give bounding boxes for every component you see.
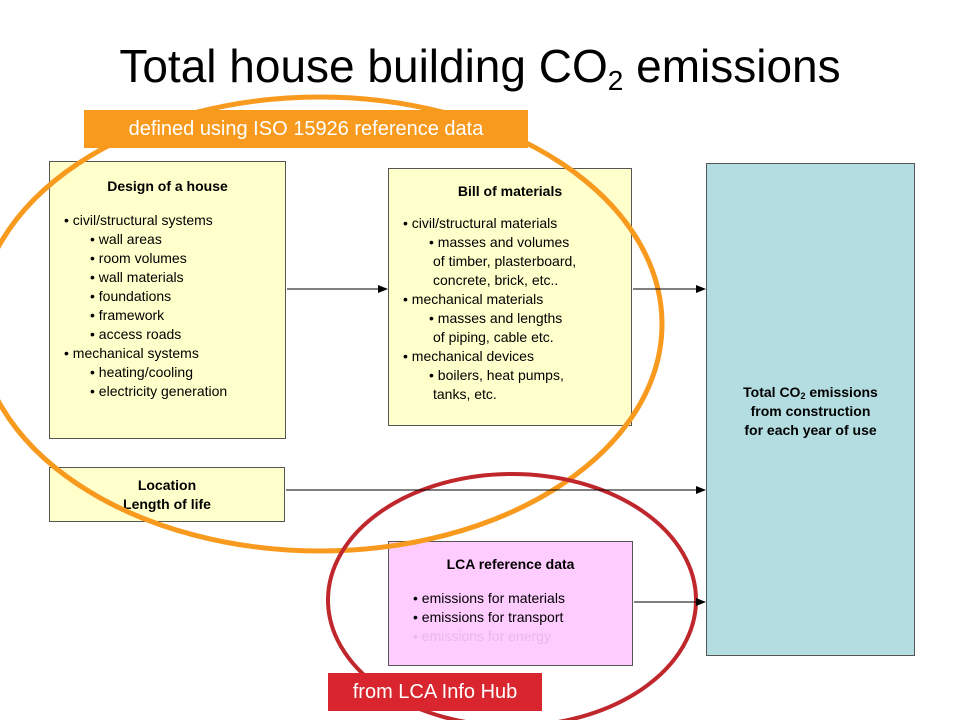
bill-of-materials-box: Bill of materials • civil/structural mat…: [388, 168, 632, 426]
title-subscript: 2: [607, 65, 624, 96]
length-of-life-label: Length of life: [123, 496, 211, 512]
total-emissions-line3: for each year of use: [744, 422, 877, 438]
title-text-rest: emissions: [623, 40, 841, 92]
iso-reference-label: defined using ISO 15926 reference data: [84, 110, 528, 148]
title-text: Total house building CO: [119, 40, 608, 92]
lca-box-list: • emissions for materials • emissions fo…: [389, 589, 632, 646]
location-label: Location: [137, 477, 197, 493]
bom-item-masses-lengths-cont: of piping, cable etc.: [433, 329, 554, 345]
total-co-subscript: 2: [800, 391, 806, 401]
bom-item-masses-volumes-cont2: concrete, brick, etc..: [433, 272, 559, 288]
bom-item-boilers: • boilers, heat pumps,: [429, 367, 564, 383]
design-item-civil-systems: • civil/structural systems: [64, 212, 213, 228]
design-item-wall-materials: • wall materials: [90, 269, 184, 285]
bom-item-mechanical-devices: • mechanical devices: [403, 348, 534, 364]
design-item-foundations: • foundations: [90, 288, 172, 304]
design-item-wall-areas: • wall areas: [90, 231, 162, 247]
design-of-house-box: Design of a house • civil/structural sys…: [49, 161, 286, 439]
bom-item-mechanical-materials: • mechanical materials: [403, 291, 544, 307]
lca-item-energy: • emissions for energy: [413, 628, 551, 644]
design-box-list: • civil/structural systems • wall areas …: [50, 211, 285, 401]
design-item-heating-cooling: • heating/cooling: [90, 364, 193, 380]
design-item-mechanical-systems: • mechanical systems: [64, 345, 199, 361]
design-item-electricity-generation: • electricity generation: [90, 383, 228, 399]
total-emissions-line2: from construction: [750, 403, 871, 419]
total-co-text: Total CO: [743, 384, 801, 400]
lca-box-title: LCA reference data: [446, 556, 575, 572]
lca-item-transport: • emissions for transport: [413, 609, 564, 625]
bom-item-masses-lengths: • masses and lengths: [429, 310, 563, 326]
bom-item-civil-materials: • civil/structural materials: [403, 215, 558, 231]
total-emissions-box: Total CO2 emissions from construction fo…: [706, 163, 915, 656]
bom-item-boilers-cont: tanks, etc.: [433, 386, 497, 402]
lca-reference-data-box: LCA reference data • emissions for mater…: [388, 541, 633, 666]
lca-item-materials: • emissions for materials: [413, 590, 565, 606]
bom-box-title: Bill of materials: [457, 183, 563, 199]
design-item-room-volumes: • room volumes: [90, 250, 187, 266]
total-emissions-line1: Total CO2 emissions: [707, 383, 914, 402]
bom-item-masses-volumes: • masses and volumes: [429, 234, 570, 250]
bom-box-list: • civil/structural materials • masses an…: [389, 214, 631, 404]
bom-item-masses-volumes-cont1: of timber, plasterboard,: [433, 253, 577, 269]
page-title: Total house building CO2 emissions: [0, 38, 960, 96]
design-box-title: Design of a house: [107, 178, 228, 194]
lca-info-hub-label: from LCA Info Hub: [328, 673, 542, 711]
location-box: Location Length of life: [49, 467, 285, 522]
design-item-access-roads: • access roads: [90, 326, 182, 342]
total-emissions-text: emissions: [805, 384, 878, 400]
design-item-framework: • framework: [90, 307, 165, 323]
